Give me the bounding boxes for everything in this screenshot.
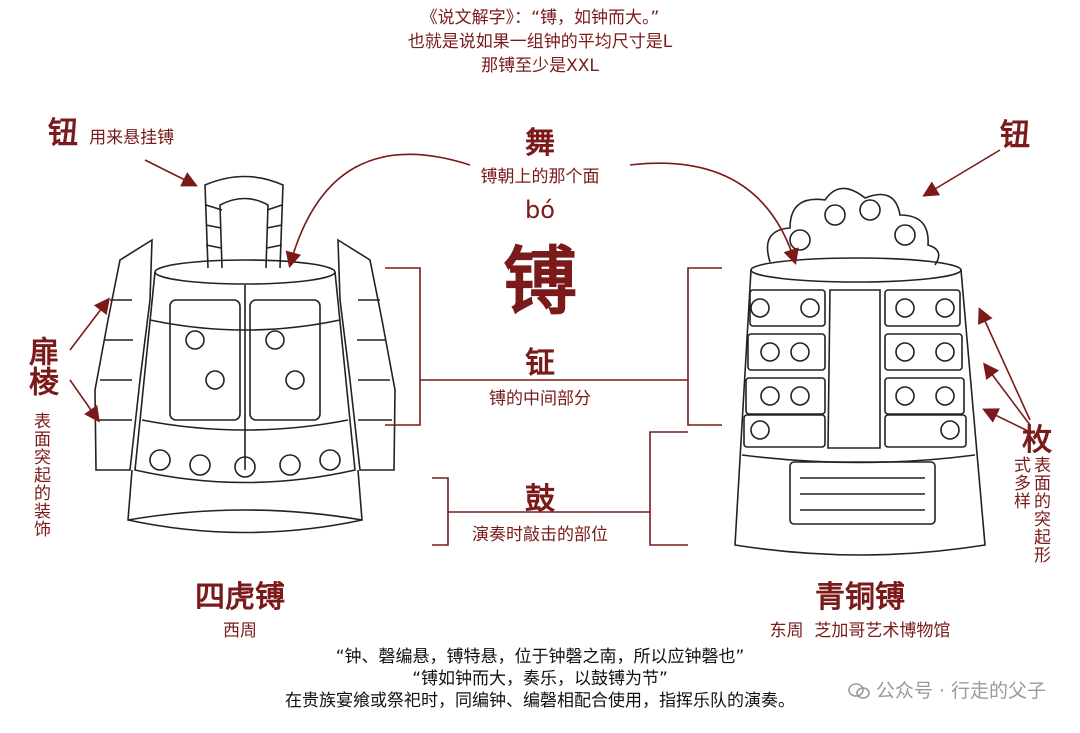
- header-line-3: 那镈至少是XXL: [481, 56, 599, 76]
- label-wu: 舞 镈朝上的那个面: [450, 118, 630, 187]
- right-bell-crest: [766, 187, 940, 266]
- title-pinyin: bó: [525, 196, 555, 224]
- footer-line-1: “钟、磬编悬，镈特悬，位于钟磬之南，所以应钟磬也”: [335, 647, 745, 667]
- arrow-wu-left: [285, 153, 471, 269]
- zheng-char: 钲: [525, 346, 555, 381]
- wechat-icon: [848, 683, 870, 699]
- left-niu-desc: 用来悬挂镈: [89, 128, 175, 148]
- right-bell-name: 青铜镈: [815, 580, 905, 615]
- label-gu: 鼓 演奏时敲击的部位: [450, 474, 630, 545]
- left-bell: [94, 175, 396, 534]
- arrow-feileng-bottom: [69, 379, 100, 423]
- left-bell-loop: [204, 175, 284, 269]
- left-bell-name: 四虎镈: [195, 580, 285, 615]
- left-bell-era: 西周: [223, 621, 257, 641]
- caption-left: 四虎镈 西周: [150, 572, 330, 641]
- arrow-mei-1: [978, 307, 1031, 421]
- arrow-wu-right: [629, 162, 799, 266]
- header-line-2: 也就是说如果一组钟的平均尺寸是L: [407, 32, 673, 52]
- watermark-text: 公众号 · 行走的父子: [875, 680, 1046, 702]
- arrow-mei-3: [982, 408, 1031, 433]
- arrow-left-niu: [144, 159, 198, 187]
- bracket-zheng-right: [687, 267, 722, 426]
- title-char: 镈: [503, 239, 577, 325]
- wu-desc: 镈朝上的那个面: [480, 167, 600, 187]
- wu-char: 舞: [525, 126, 555, 161]
- bracket-gu-right: [649, 431, 688, 546]
- label-zheng: 钲 镈的中间部分: [450, 338, 630, 409]
- arrow-feileng-top: [69, 297, 110, 351]
- left-niu-char: 钮: [48, 116, 78, 151]
- mei-desc: 表面的突起形式多样: [1010, 456, 1050, 564]
- left-bell-flange-right: [337, 238, 396, 471]
- zheng-desc: 镈的中间部分: [489, 389, 591, 409]
- right-bell-body: [734, 269, 986, 556]
- label-left-niu: 钮 用来悬挂镈: [48, 108, 174, 152]
- footer-line-3: 在贵族宴飨或祭祀时，同编钟、编磬相配合使用，指挥乐队的演奏。: [285, 691, 795, 711]
- connector-lines: [385, 267, 722, 546]
- label-mei: 枚: [1022, 423, 1052, 458]
- header-quote: 《说文解字》：“镈，如钟而大。” 也就是说如果一组钟的平均尺寸是L 那镈至少是X…: [0, 6, 1080, 78]
- watermark: 公众号 · 行走的父子: [848, 676, 1046, 703]
- left-bell-body: [134, 271, 356, 484]
- right-bell-era: 东周 芝加哥艺术博物馆: [769, 621, 951, 641]
- arrow-right-niu: [922, 149, 1001, 197]
- header-line-1: 《说文解字》：“镈，如钟而大。”: [420, 8, 660, 28]
- right-bell: [734, 187, 986, 556]
- footer-line-2: “镈如钟而大，奏乐，以鼓镈为节”: [412, 669, 668, 689]
- annotation-arrows: [69, 149, 1031, 433]
- label-right-niu: 钮: [1000, 118, 1030, 153]
- arrow-mei-2: [983, 362, 1031, 426]
- left-bell-flange-left: [94, 238, 153, 471]
- bracket-gu-left: [432, 477, 449, 546]
- caption-right: 青铜镈 东周 芝加哥艺术博物馆: [720, 572, 1000, 641]
- feileng-desc: 表面突起的装饰: [30, 412, 50, 538]
- label-feileng: 扉棱: [23, 336, 58, 396]
- gu-desc: 演奏时敲击的部位: [472, 525, 608, 545]
- bracket-zheng-left: [385, 267, 421, 426]
- gu-char: 鼓: [525, 482, 555, 517]
- footer-quote: “钟、磬编悬，镈特悬，位于钟磬之南，所以应钟磬也” “镈如钟而大，奏乐，以鼓镈为…: [0, 646, 1080, 712]
